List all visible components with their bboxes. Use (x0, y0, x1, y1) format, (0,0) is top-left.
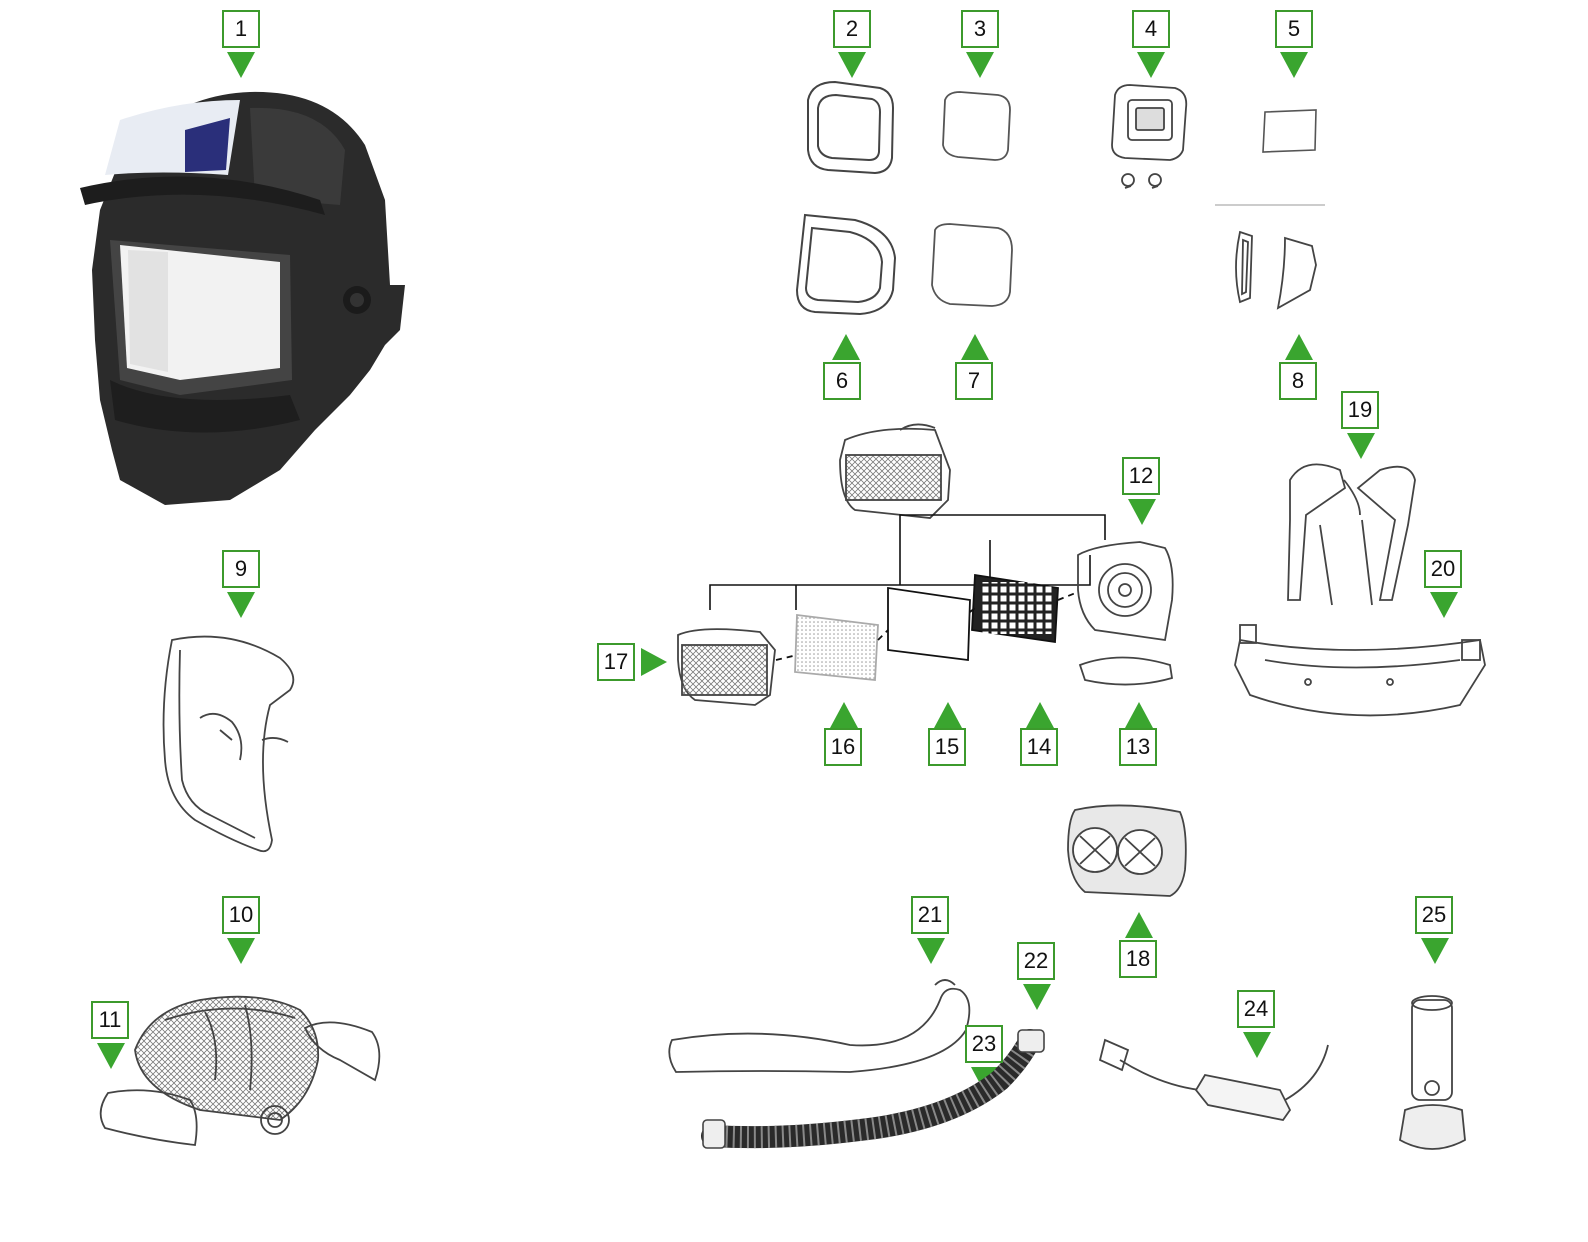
callout-25: 25 (1415, 896, 1453, 934)
breathing-tube-icon (701, 1029, 1041, 1149)
welding-helmet-icon (80, 91, 405, 506)
flow-indicator-icon (1399, 995, 1466, 1150)
arrow-7 (961, 334, 989, 360)
adf-cartridge-icon (1111, 84, 1188, 189)
arrow-25 (1421, 938, 1449, 964)
tube-connector-right (1017, 1029, 1045, 1053)
arrow-17 (641, 648, 667, 676)
arrow-20 (1430, 592, 1458, 618)
arrow-8 (1285, 334, 1313, 360)
arrow-19 (1347, 433, 1375, 459)
callout-6: 6 (823, 362, 861, 400)
belt-harness-icon (1234, 463, 1486, 717)
callout-13: 13 (1119, 728, 1157, 766)
callout-17: 17 (597, 643, 635, 681)
outer-frame-icon (807, 80, 895, 175)
callout-21: 21 (911, 896, 949, 934)
tube-connector-left (702, 1119, 726, 1149)
inner-frame-icon (795, 213, 897, 316)
callout-10: 10 (222, 896, 260, 934)
callout-24: 24 (1237, 990, 1275, 1028)
arrow-6 (832, 334, 860, 360)
tube-cover-icon (668, 979, 971, 1073)
arrow-11 (97, 1043, 125, 1069)
arrow-4 (1137, 52, 1165, 78)
arrow-9 (227, 592, 255, 618)
callout-19: 19 (1341, 391, 1379, 429)
arrow-22 (1023, 984, 1051, 1010)
callout-5: 5 (1275, 10, 1313, 48)
arrow-10 (227, 938, 255, 964)
callout-12: 12 (1122, 457, 1160, 495)
filter-assembly-icon (677, 423, 1174, 706)
arrow-3 (966, 52, 994, 78)
callout-4: 4 (1132, 10, 1170, 48)
callout-1: 1 (222, 10, 260, 48)
callout-14: 14 (1020, 728, 1058, 766)
callout-15: 15 (928, 728, 966, 766)
callout-2: 2 (833, 10, 871, 48)
arrow-18 (1125, 912, 1153, 938)
clear-lens-icon (931, 223, 1013, 307)
callout-7: 7 (955, 362, 993, 400)
fan-unit-icon (1067, 804, 1187, 897)
inside-cover-icon (1262, 109, 1317, 153)
arrow-21 (917, 938, 945, 964)
arrow-15 (934, 702, 962, 728)
cover-plate-icon (942, 91, 1011, 161)
callout-11: 11 (91, 1001, 129, 1039)
battery-charger-icon (1098, 1038, 1329, 1121)
callout-3: 3 (961, 10, 999, 48)
arrow-16 (830, 702, 858, 728)
side-lens-icon (1235, 230, 1317, 310)
callout-20: 20 (1424, 550, 1462, 588)
callout-18: 18 (1119, 940, 1157, 978)
arrow-13 (1125, 702, 1153, 728)
arrow-14 (1026, 702, 1054, 728)
arrow-24 (1243, 1032, 1271, 1058)
callout-23: 23 (965, 1025, 1003, 1063)
callout-16: 16 (824, 728, 862, 766)
arrow-5 (1280, 52, 1308, 78)
head-cover-icon (162, 635, 295, 853)
arrow-1 (227, 52, 255, 78)
headband-icon (99, 995, 381, 1146)
callout-22: 22 (1017, 942, 1055, 980)
arrow-2 (838, 52, 866, 78)
callout-9: 9 (222, 550, 260, 588)
callout-8: 8 (1279, 362, 1317, 400)
arrow-12 (1128, 499, 1156, 525)
